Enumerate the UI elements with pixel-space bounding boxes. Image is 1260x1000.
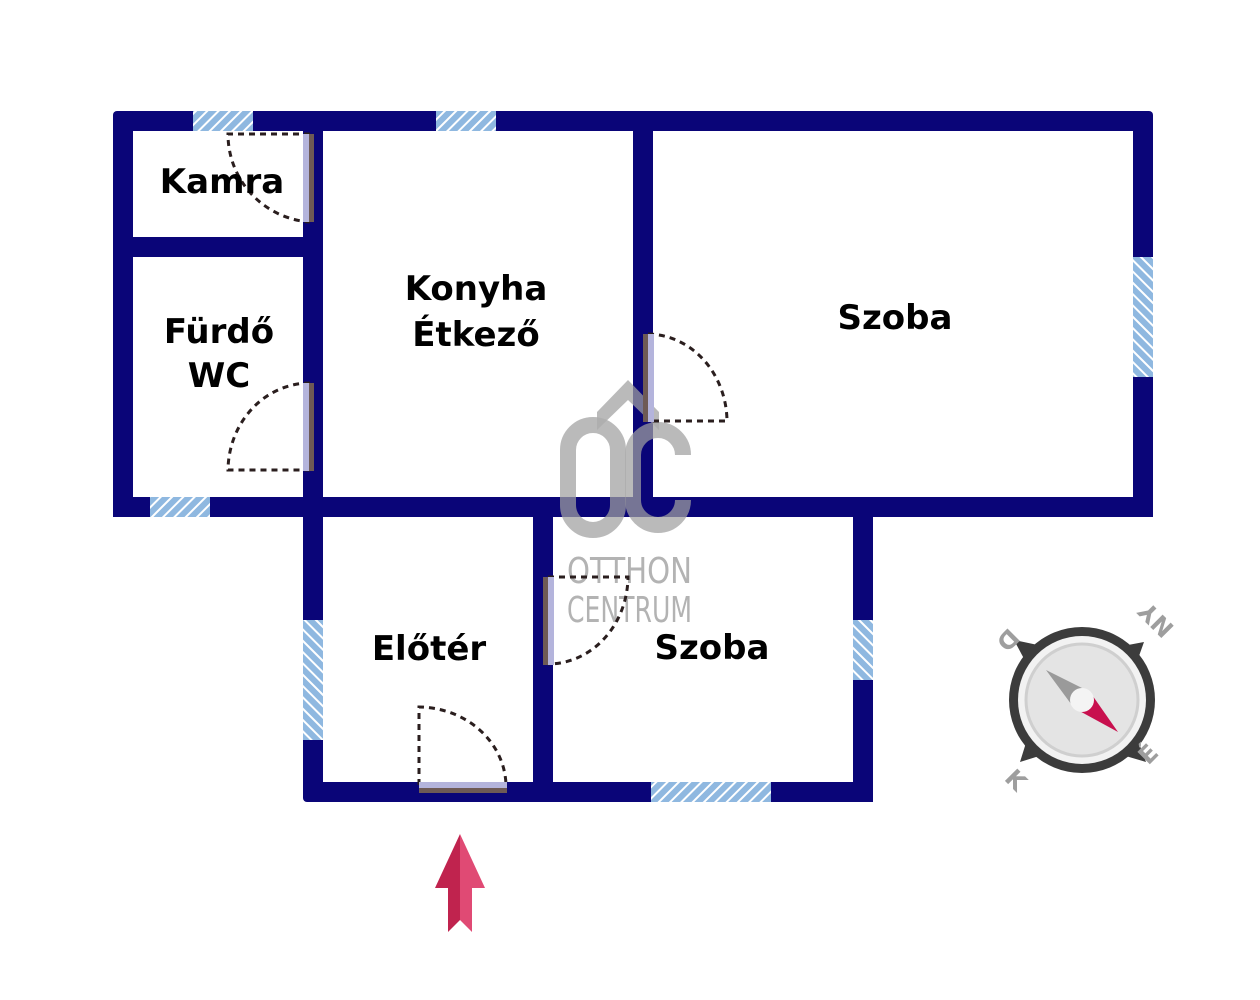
room-label-konyha-line1: Konyha: [405, 269, 548, 309]
door-furdo: [226, 381, 314, 472]
room-label-furdo-line1: Fürdő: [164, 312, 274, 352]
window-kamra: [193, 111, 253, 131]
room-label-szoba2: Szoba: [655, 628, 770, 668]
room-label-szoba1: Szoba: [838, 298, 953, 338]
window-szoba1-east: [1133, 257, 1153, 377]
door-kamra: [226, 132, 314, 224]
window-eloter: [303, 620, 323, 740]
window-furdo: [150, 497, 210, 517]
doors: [226, 132, 729, 793]
door-szoba1: [643, 332, 729, 423]
windows: [150, 111, 1153, 802]
entrance-arrow-icon: [435, 834, 485, 932]
compass-south-label: K: [999, 764, 1033, 798]
watermark-line1: OTTHON: [567, 551, 692, 592]
room-label-konyha-line2: Étkező: [412, 314, 539, 355]
window-szoba2-east: [853, 620, 873, 680]
watermark-line2: CENTRUM: [567, 590, 692, 631]
window-konyha: [436, 111, 496, 131]
compass-north-label: NY: [1133, 596, 1180, 643]
compass-icon: D NY K É: [991, 596, 1180, 798]
room-labels: Kamra Fürdő WC Konyha Étkező Szoba Előté…: [160, 162, 953, 669]
door-entrance: [417, 705, 508, 793]
room-label-kamra: Kamra: [160, 162, 284, 202]
door-szoba2: [543, 575, 630, 666]
window-szoba2-south: [651, 782, 771, 802]
room-label-furdo-line2: WC: [188, 356, 250, 396]
watermark-logo: OTTHON CENTRUM: [560, 380, 692, 631]
compass-west-label: D: [991, 623, 1025, 657]
room-label-eloter: Előtér: [372, 629, 487, 669]
